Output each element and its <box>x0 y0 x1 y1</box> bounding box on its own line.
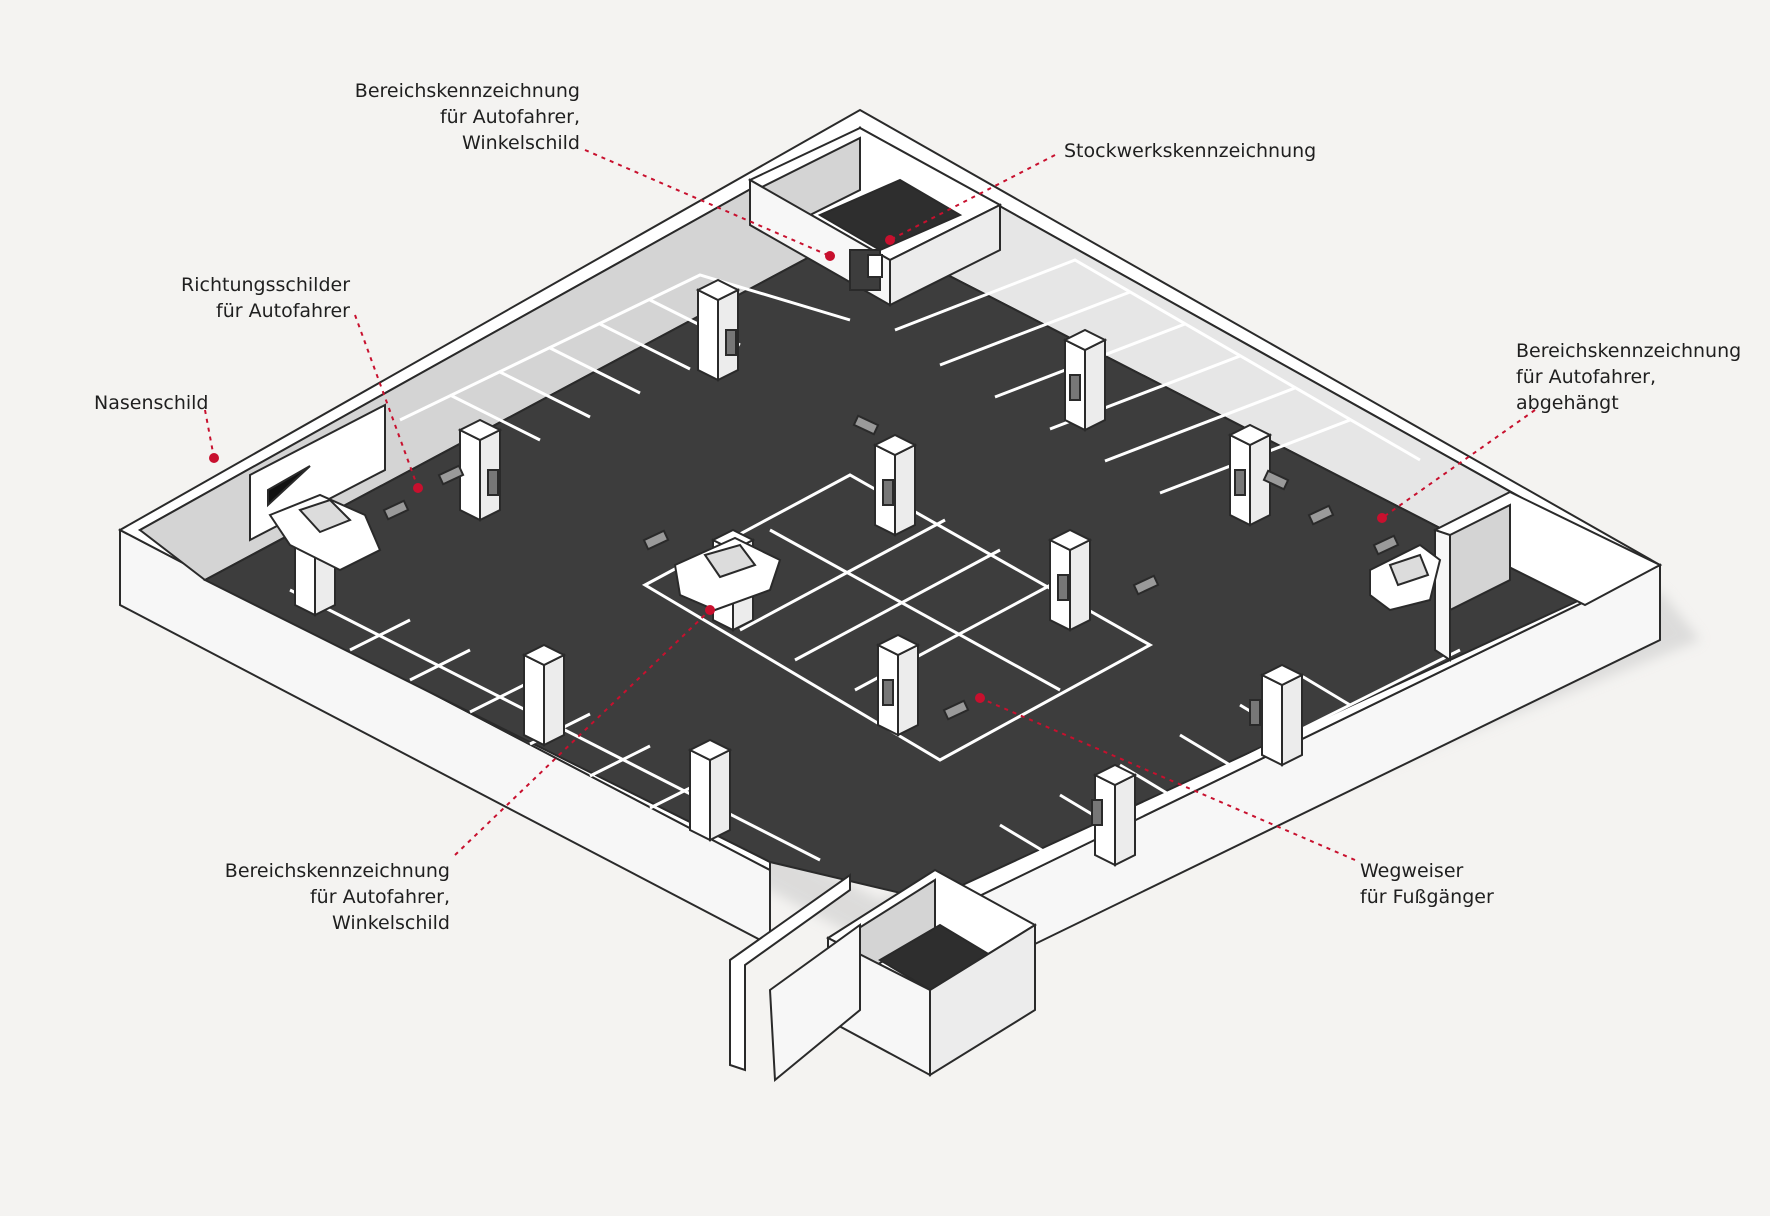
callout-pedestrian-guide: Wegweiser für Fußgänger <box>1360 858 1494 910</box>
pillar <box>521 643 567 747</box>
callout-line: für Autofahrer, <box>439 106 580 128</box>
callout-line: Wegweiser <box>1360 860 1464 882</box>
callout-line: Nasenschild <box>94 392 209 414</box>
entrance-wall <box>249 403 386 542</box>
leader-floor-marking <box>889 154 1056 241</box>
callout-line: Bereichskennzeichnung <box>1516 340 1742 362</box>
pillar <box>1249 663 1305 767</box>
car <box>268 493 382 572</box>
callout-line: Winkelschild <box>462 132 580 154</box>
pillar <box>1047 528 1093 632</box>
callout-area-marking-angle-top: Bereichskennzeichnung für Autofahrer, Wi… <box>330 78 580 156</box>
cars <box>268 493 1442 612</box>
callout-line: Bereichskennzeichnung <box>354 80 580 102</box>
callout-line: abgehängt <box>1516 392 1619 414</box>
pillar <box>1227 423 1273 527</box>
callout-line: für Autofahrer, <box>309 886 450 908</box>
leader-area-marking-hanging <box>1381 409 1536 519</box>
callout-line: Bereichskennzeichnung <box>224 860 450 882</box>
callout-area-marking-hanging: Bereichskennzeichnung für Autofahrer, ab… <box>1516 338 1741 416</box>
callout-line: für Fußgänger <box>1360 886 1494 908</box>
floor-sign <box>867 254 883 278</box>
callout-area-marking-angle-bottom: Bereichskennzeichnung für Autofahrer, Wi… <box>200 858 450 936</box>
pillars <box>292 278 1305 867</box>
leader-lines <box>204 149 1536 861</box>
callout-direction-signs: Richtungsschilder für Autofahrer <box>150 272 350 324</box>
pillar <box>872 433 918 537</box>
callout-line: für Autofahrer <box>216 300 350 322</box>
stair-core-top <box>747 126 1003 307</box>
callout-projecting-sign: Nasenschild <box>94 390 209 416</box>
pillar <box>1091 763 1138 867</box>
pillar <box>875 633 921 737</box>
callout-line: Winkelschild <box>332 912 450 934</box>
leader-projecting-sign <box>204 409 215 459</box>
parking-floor <box>202 228 1583 902</box>
stair-core-bottom <box>729 868 1037 1083</box>
pillar <box>695 278 741 382</box>
car <box>673 536 782 612</box>
pillar <box>1062 328 1108 432</box>
callout-floor-marking: Stockwerkskennzeichnung <box>1064 138 1316 164</box>
side-room-right <box>1432 490 1663 662</box>
callout-line: Stockwerkskennzeichnung <box>1064 140 1317 162</box>
leader-dots <box>209 235 1387 703</box>
callout-line: Richtungsschilder <box>181 274 350 296</box>
pillar <box>687 738 733 842</box>
car <box>1369 543 1442 612</box>
callout-line: für Autofahrer, <box>1516 366 1657 388</box>
hanging-signs <box>382 414 1400 721</box>
pillar <box>457 418 503 522</box>
leader-direction-signs <box>354 314 419 489</box>
